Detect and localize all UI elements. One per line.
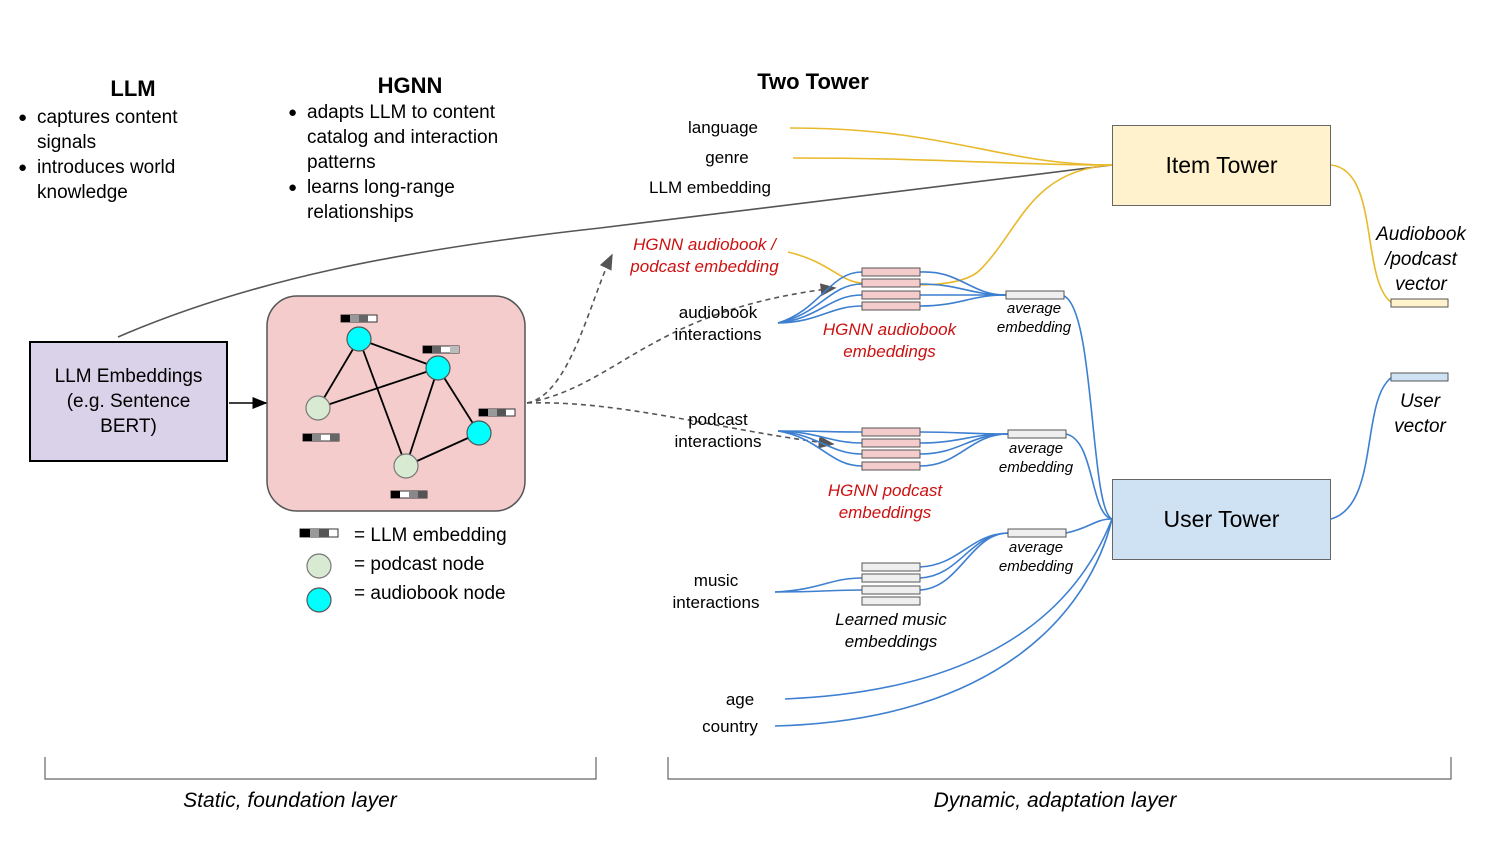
user-vector-label: User vector [1394,391,1446,437]
llm-embedding-glyph [302,433,340,442]
hgnn-audiobook-embeddings-label: HGNN audiobook embeddings [822,320,957,361]
podcast-node [393,453,419,479]
hgnn-audiobook-embedding-stack [861,267,921,311]
legend-podcast-node-label: = podcast node [354,554,485,575]
average-embedding-label: average embedding [996,300,1072,336]
llm-bullets: captures content signals introduces worl… [18,105,238,205]
input-country: country [702,717,758,736]
llm-embedding-line [117,164,1113,338]
llm-bullet-1: captures content signals [18,105,238,155]
audiobook-node [346,326,372,352]
audiobook-node [425,355,451,381]
learned-music-embeddings-label: Learned music embeddings [835,610,947,651]
graph-edges [317,338,480,467]
llm-embedding-glyph [478,408,516,417]
user-tower-label: User Tower [1163,506,1280,532]
average-embedding-bar [1007,429,1067,439]
llm-embedding-glyph [390,490,428,499]
llm-bullet-2: introduces world knowledge [18,155,238,205]
legend-llm-embedding-glyph [299,528,339,538]
user-vector-bar [1390,372,1449,382]
dynamic-layer-bracket [667,757,1452,780]
average-embedding-bar [1005,290,1065,300]
static-layer-bracket [44,757,597,780]
item-vector-bar [1390,298,1449,308]
input-genre: genre [705,148,749,167]
average-embedding-bar [1007,528,1067,538]
hgnn-graph-box [266,295,526,512]
average-embedding-label: average embedding [998,539,1074,575]
two-tower-title: Two Tower [757,69,869,94]
llm-embedding-glyph [340,314,378,323]
input-music-interactions: music interactions [672,571,760,612]
hgnn-podcast-embedding-stack [861,427,921,471]
item-tower-label: Item Tower [1165,152,1278,178]
hgnn-bullet-1: adapts LLM to content catalog and intera… [288,100,533,175]
llm-embeddings-label: LLM Embeddings (e.g. Sentence BERT) [54,366,203,437]
llm-embeddings-box: LLM Embeddings (e.g. Sentence BERT) [29,341,228,462]
input-llm-embedding: LLM embedding [649,178,771,197]
legend-audiobook-node [306,587,332,613]
input-audiobook-interactions: audiobook interactions [674,303,762,344]
llm-embedding-glyph [422,345,460,354]
audiobook-node [466,420,492,446]
legend-podcast-node [306,553,332,579]
legend-llm-embedding-label: = LLM embedding [354,525,507,546]
average-embedding-label: average embedding [998,440,1074,476]
user-tower-box: User Tower [1112,479,1331,560]
input-podcast-interactions: podcast interactions [674,410,762,451]
hgnn-title: HGNN [377,73,443,98]
llm-title: LLM [110,76,156,101]
input-hgnn-item-embedding: HGNN audiobook / podcast embedding [630,235,779,276]
input-language: language [688,118,758,137]
item-vector-label: Audiobook /podcast vector [1376,224,1466,295]
podcast-node [305,395,331,421]
legend-audiobook-node-label: = audiobook node [354,583,506,604]
hgnn-bullets: adapts LLM to content catalog and intera… [288,100,533,225]
learned-music-embedding-stack [861,562,921,606]
hgnn-bullet-2: learns long-range relationships [288,175,533,225]
dynamic-layer-label: Dynamic, adaptation layer [933,789,1177,812]
item-tower-box: Item Tower [1112,125,1331,206]
user-input-lines [774,271,1393,727]
item-input-lines [787,127,1393,304]
static-layer-label: Static, foundation layer [183,789,397,812]
hgnn-dashed-arrows [526,253,837,449]
hgnn-podcast-embeddings-label: HGNN podcast embeddings [827,481,943,522]
input-age: age [725,690,755,709]
